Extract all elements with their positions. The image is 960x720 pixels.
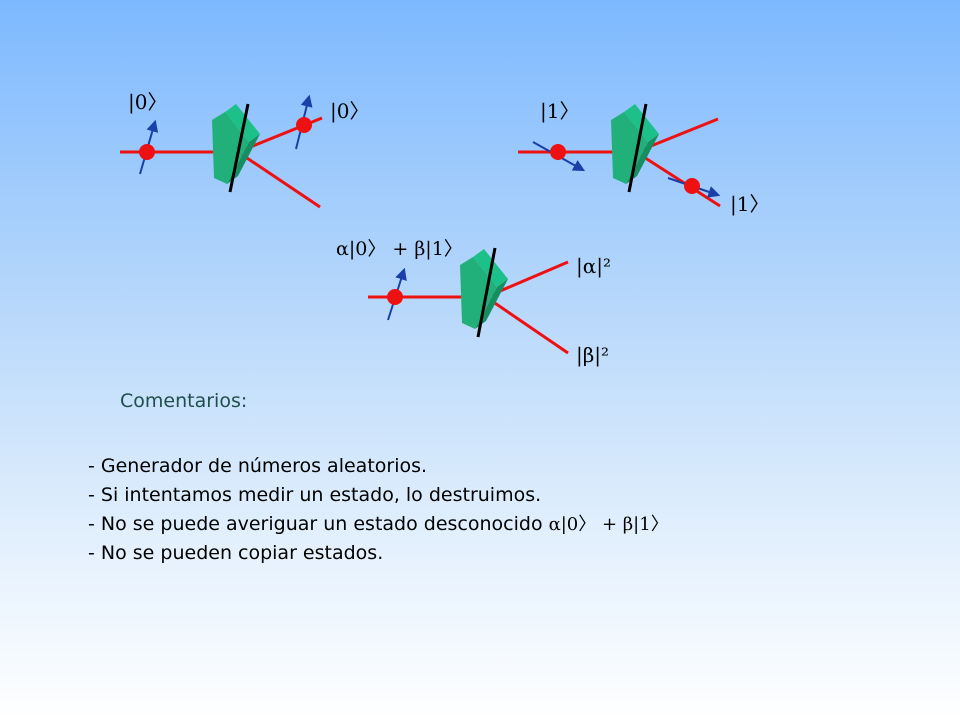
polarizer-axis (627, 103, 648, 193)
inline-state-text: α|0〉 + β|1〉 (548, 514, 669, 535)
comment-item: - Si intentamos medir un estado, lo dest… (88, 481, 669, 510)
reflected-beam (635, 150, 721, 208)
polarizer-axis (476, 247, 497, 338)
diagram-top-right: |1〉 |1〉 (518, 99, 769, 217)
comment-text: - Si intentamos medir un estado, lo dest… (88, 484, 542, 506)
input-state-label: |0〉 (128, 90, 167, 115)
polarizer-crystal (212, 103, 260, 193)
reflected-beam (237, 150, 321, 209)
upper-output-probability: |α|² (576, 254, 611, 279)
comment-text: - Generador de números aleatorios. (88, 455, 428, 477)
reflected-beam (485, 295, 569, 355)
diagram-top-left: |0〉 |0〉 (120, 90, 369, 209)
photon-dot (684, 178, 700, 194)
polarizer-crystal (460, 247, 508, 338)
comment-item: - No se puede averiguar un estado descon… (88, 510, 669, 539)
diagram-bottom: α|0〉 + β|1〉 |α|² |β|² (336, 238, 611, 368)
inline-state-formula: α|0〉 + β|1〉 (549, 510, 669, 539)
comment-text: - No se pueden copiar estados. (88, 542, 384, 564)
polarizer-axis (228, 103, 250, 193)
output-state-label: |0〉 (330, 99, 369, 124)
comment-text: - No se puede averiguar un estado descon… (88, 513, 543, 535)
photon-dot (550, 144, 566, 160)
lower-output-probability: |β|² (576, 343, 609, 368)
comments-heading: Comentarios: (120, 390, 248, 412)
output-state-label: |1〉 (730, 192, 769, 217)
polarizer-crystal (611, 103, 659, 193)
comment-item: - Generador de números aleatorios. (88, 452, 669, 481)
photon-dot (387, 289, 403, 305)
photon-dot (296, 117, 312, 133)
input-state-label: α|0〉 + β|1〉 (336, 238, 463, 260)
input-state-label: |1〉 (540, 99, 579, 124)
comment-item: - No se pueden copiar estados. (88, 539, 669, 568)
photon-dot (139, 144, 155, 160)
comments-list: - Generador de números aleatorios. - Si … (88, 452, 669, 568)
